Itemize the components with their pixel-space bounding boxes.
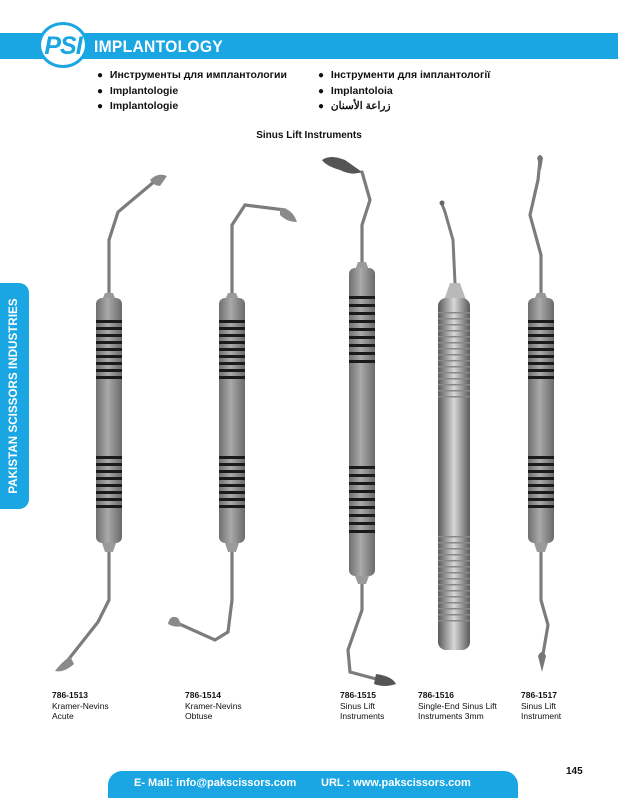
- language-item: ● زراعة الأسنان: [318, 99, 490, 115]
- instrument-786-1515: [322, 157, 396, 686]
- product-variant: Instrument: [521, 711, 562, 721]
- product-code: 786-1515: [340, 690, 376, 700]
- footer-email[interactable]: E- Mail: info@pakscissors.com: [134, 777, 297, 789]
- bullet-icon: ●: [318, 101, 325, 112]
- instrument-786-1517: [528, 155, 554, 672]
- product-name: Single-End Sinus Lift: [418, 700, 497, 711]
- product-name: Kramer-Nevins: [52, 700, 109, 711]
- logo-text: PSI: [44, 32, 82, 60]
- instrument-786-1513: [55, 174, 167, 672]
- caption-786-1516: 786-1516 Single-End Sinus Lift Instrumen…: [418, 690, 497, 722]
- footer-url[interactable]: URL : www.pakscissors.com: [321, 777, 471, 789]
- bullet-icon: ●: [318, 70, 325, 81]
- product-variant: Acute: [52, 711, 74, 721]
- language-item: ● Implantoloia: [318, 84, 490, 100]
- language-item: ● Implantologie: [97, 99, 287, 115]
- page-title: IMPLANTOLOGY: [94, 37, 224, 56]
- caption-786-1514: 786-1514 Kramer-Nevins Obtuse: [185, 690, 242, 722]
- product-variant: Instruments 3mm: [418, 711, 484, 721]
- language-list-left: ● Инструменты для имплантологии ● Implan…: [97, 68, 287, 115]
- product-code: 786-1514: [185, 690, 221, 700]
- instrument-786-1516: [438, 200, 470, 650]
- header-band: [0, 33, 618, 59]
- language-item: ● Implantologie: [97, 84, 287, 100]
- product-name: Sinus Lift: [521, 700, 556, 711]
- caption-786-1515: 786-1515 Sinus Lift Instruments: [340, 690, 384, 722]
- product-name: Kramer-Nevins: [185, 700, 242, 711]
- instrument-786-1514: [168, 203, 297, 642]
- brand-logo: PSI: [38, 22, 88, 68]
- product-code: 786-1517: [521, 690, 557, 700]
- section-title: Sinus Lift Instruments: [256, 130, 362, 141]
- product-code: 786-1513: [52, 690, 88, 700]
- page-number: 145: [566, 766, 583, 777]
- product-variant: Instruments: [340, 711, 385, 721]
- product-code: 786-1516: [418, 690, 454, 700]
- caption-786-1513: 786-1513 Kramer-Nevins Acute: [52, 690, 109, 722]
- product-name: Sinus Lift: [340, 700, 375, 711]
- caption-786-1517: 786-1517 Sinus Lift Instrument: [521, 690, 561, 722]
- language-item: ● Инструменты для имплантологии: [97, 68, 287, 84]
- language-item: ● Інструменти для імплантології: [318, 68, 490, 84]
- bullet-icon: ●: [97, 85, 104, 97]
- footer-band: [108, 771, 518, 798]
- product-variant: Obtuse: [185, 711, 213, 721]
- bullet-icon: ●: [318, 85, 325, 97]
- side-tab: PAKISTAN SCISSORS INDUSTRIES: [0, 283, 29, 509]
- language-list-right: ● Інструменти для імплантології ● Implan…: [318, 68, 490, 115]
- bullet-icon: ●: [97, 70, 104, 81]
- bullet-icon: ●: [97, 101, 104, 112]
